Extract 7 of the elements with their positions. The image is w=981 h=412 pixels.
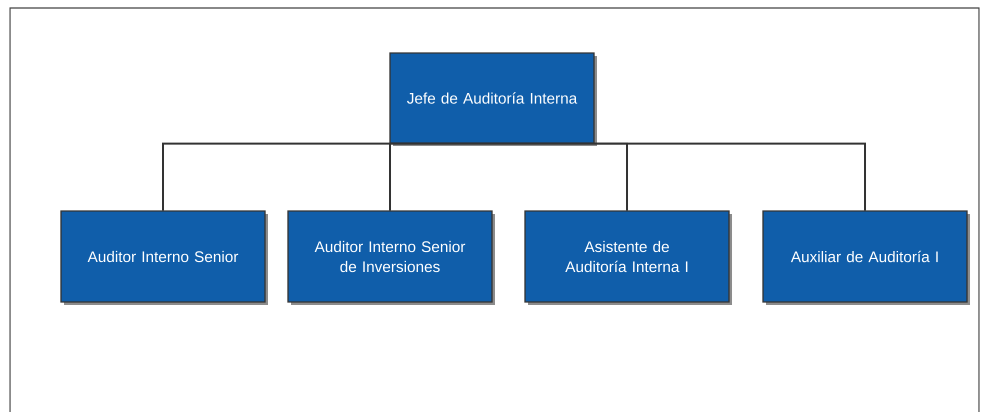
connector-line bbox=[389, 142, 492, 210]
role-box: Jefe de Auditoría Interna bbox=[389, 52, 595, 144]
role-box: Asistente de Auditoría Interna I bbox=[524, 210, 730, 303]
role-box: Auditor Interno Senior bbox=[60, 210, 266, 303]
connector-line bbox=[492, 142, 866, 210]
role-box: Auxiliar de Auditoría I bbox=[762, 210, 968, 303]
role-box: Auditor Interno Senior de Inversiones bbox=[287, 210, 493, 303]
